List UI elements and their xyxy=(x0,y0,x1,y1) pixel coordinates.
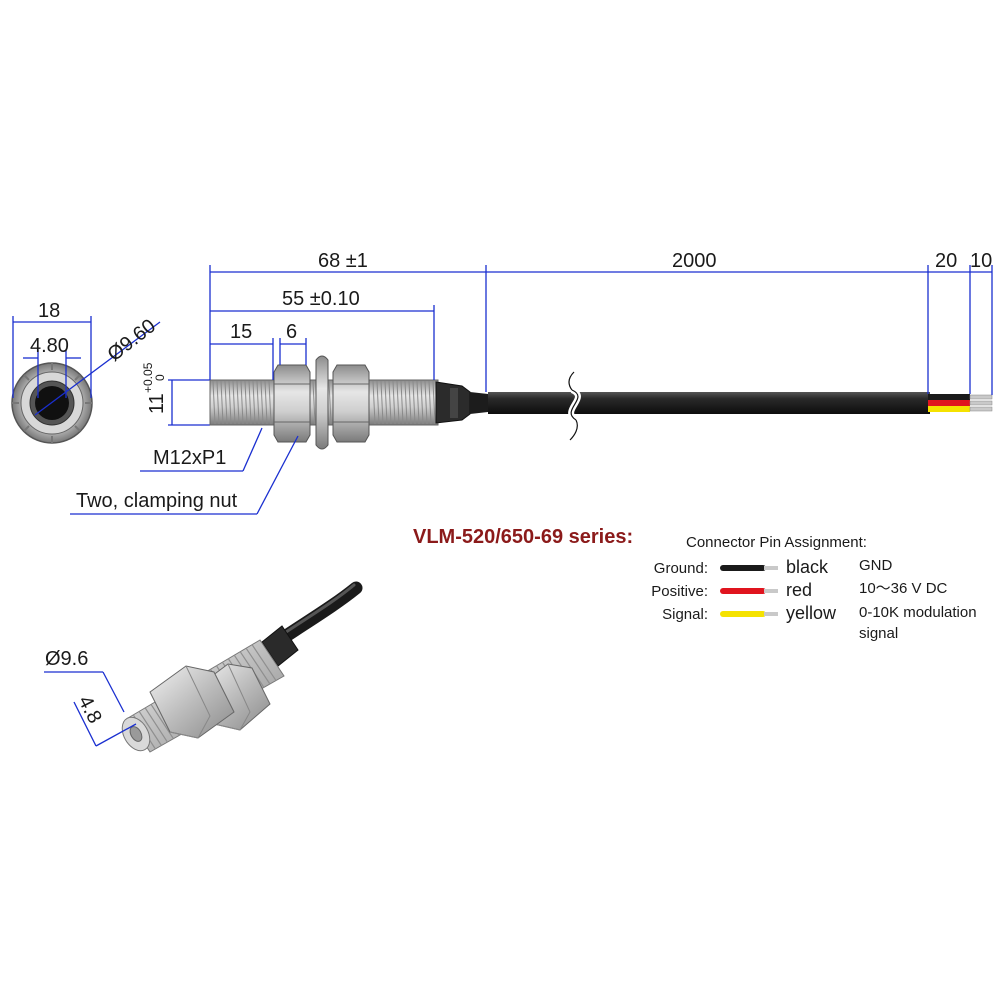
pin-signal: Signal: yellow 0-10K modulation signal xyxy=(662,603,976,642)
pin-ground: Ground: black GND xyxy=(654,557,893,577)
nut-offset-label: 15 xyxy=(230,321,252,343)
pin-ground-function: GND xyxy=(859,557,893,574)
strip-short-label: 10 xyxy=(970,250,992,272)
isometric-view: Ø9.6 4.8 xyxy=(44,581,363,753)
iso-diameter-label: Ø9.6 xyxy=(45,648,88,670)
pin-signal-function-line2: signal xyxy=(859,625,898,642)
pin-positive-function: 10～36 V DC xyxy=(859,580,948,597)
cable-length-label: 2000 xyxy=(672,250,717,272)
strip-long-label: 20 xyxy=(935,250,957,272)
series-title: VLM-520/650-69 series: xyxy=(413,526,633,548)
connector-heading: Connector Pin Assignment: xyxy=(686,534,867,551)
front-diameter-label: Ø9.60 xyxy=(104,315,160,366)
thread-length-label: 55 ±0.10 xyxy=(282,288,360,310)
pin-positive: Positive: red 10～36 V DC xyxy=(651,580,947,600)
pin-signal-color: yellow xyxy=(786,603,837,623)
height-tol-zero: 0 xyxy=(153,374,167,381)
front-inner-label: 4.80 xyxy=(30,335,69,357)
cable xyxy=(488,371,993,441)
height-label: 11 xyxy=(146,393,168,414)
height-dimension: 11 +0.05 0 xyxy=(141,362,210,426)
total-length-label: 68 ±1 xyxy=(318,250,368,272)
sensor-body xyxy=(209,355,488,450)
iso-inner-label: 4.8 xyxy=(74,692,106,727)
nut-callout: Two, clamping nut xyxy=(76,490,238,512)
callouts: M12xP1 Two, clamping nut xyxy=(70,427,299,515)
pin-positive-color: red xyxy=(786,580,812,600)
pin-ground-color: black xyxy=(786,557,829,577)
top-dimensions: 68 ±1 55 ±0.10 15 6 2000 20 10 xyxy=(209,250,993,395)
pin-ground-label: Ground: xyxy=(654,560,708,577)
pin-signal-label: Signal: xyxy=(662,606,708,623)
height-tol-plus: +0.05 xyxy=(141,362,155,393)
thread-callout: M12xP1 xyxy=(153,447,226,469)
front-width-label: 18 xyxy=(38,300,60,322)
front-view: 18 4.80 Ø9.60 xyxy=(11,300,161,444)
nut-width-label: 6 xyxy=(286,321,297,343)
pin-signal-function: 0-10K modulation xyxy=(859,604,977,621)
pin-positive-label: Positive: xyxy=(651,583,708,600)
